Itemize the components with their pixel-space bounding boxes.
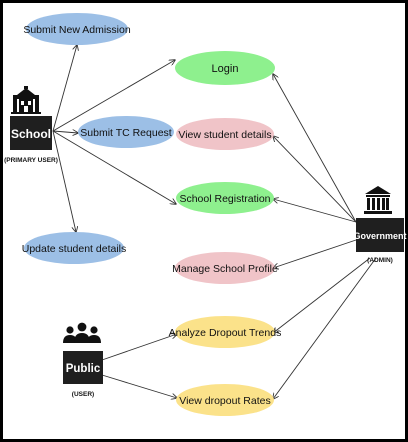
government-actor-role: (ADMIN) — [367, 257, 393, 264]
use-case-label: Analyze Dropout Trends — [169, 327, 282, 339]
connector-gov-manage-profile — [273, 239, 357, 268]
use-case-analyze-dropout-trends[interactable]: Analyze Dropout Trends — [169, 316, 282, 348]
actor-public[interactable]: Public (USER) — [63, 322, 103, 398]
connector-gov-analyze-trends — [273, 257, 371, 333]
use-case-submit-tc-request[interactable]: Submit TC Request — [78, 116, 174, 148]
public-actor-box — [63, 351, 103, 384]
school-actor-label: School — [11, 127, 51, 141]
people-group-icon — [63, 322, 101, 343]
use-case-label: Submit TC Request — [80, 127, 172, 139]
government-actor-box — [356, 218, 404, 252]
use-case-submit-new-admission[interactable]: Submit New Admission — [23, 13, 131, 45]
government-building-icon — [364, 186, 392, 214]
school-actor-role: (PRIMARY USER) — [4, 157, 58, 164]
use-case-login[interactable]: Login — [175, 51, 275, 85]
connector-gov-login — [273, 74, 357, 223]
connector-gov-view-student — [273, 136, 357, 223]
use-case-school-registration[interactable]: School Registration — [176, 182, 274, 214]
connector-school-submit-admission — [52, 45, 77, 132]
use-case-manage-school-profile[interactable]: Manage School Profile — [172, 252, 278, 284]
school-connectors — [52, 45, 176, 232]
connector-school-tc-request — [52, 131, 78, 133]
connector-school-update-details — [52, 130, 76, 232]
connector-school-registration — [52, 130, 176, 204]
use-case-label: Manage School Profile — [172, 263, 278, 275]
connector-gov-dropout-rates — [273, 257, 377, 399]
government-connectors — [273, 74, 377, 399]
use-case-update-student-details[interactable]: Update student details — [22, 232, 127, 264]
connector-public-dropout-rates — [101, 374, 177, 398]
public-actor-role: (USER) — [72, 391, 94, 398]
connector-public-analyze-trends — [101, 334, 177, 361]
connector-school-login — [52, 60, 175, 132]
use-case-label: Submit New Admission — [23, 24, 131, 36]
use-case-label: School Registration — [179, 193, 270, 205]
public-connectors — [101, 334, 177, 398]
use-case-label: View dropout Rates — [179, 395, 270, 407]
school-actor-box — [10, 116, 52, 150]
use-case-label: View student details — [178, 129, 271, 141]
actor-government[interactable]: Government (ADMIN) — [353, 186, 407, 264]
use-case-label: Login — [212, 63, 239, 75]
connector-gov-registration — [273, 199, 357, 223]
public-actor-label: Public — [66, 363, 101, 375]
actor-school[interactable]: School (PRIMARY USER) — [4, 86, 58, 164]
use-case-view-student-details[interactable]: View student details — [176, 118, 274, 150]
school-building-icon — [11, 86, 41, 114]
government-actor-label: Government — [353, 231, 406, 241]
use-case-label: Update student details — [22, 243, 127, 255]
use-case-view-dropout-rates[interactable]: View dropout Rates — [176, 384, 274, 416]
